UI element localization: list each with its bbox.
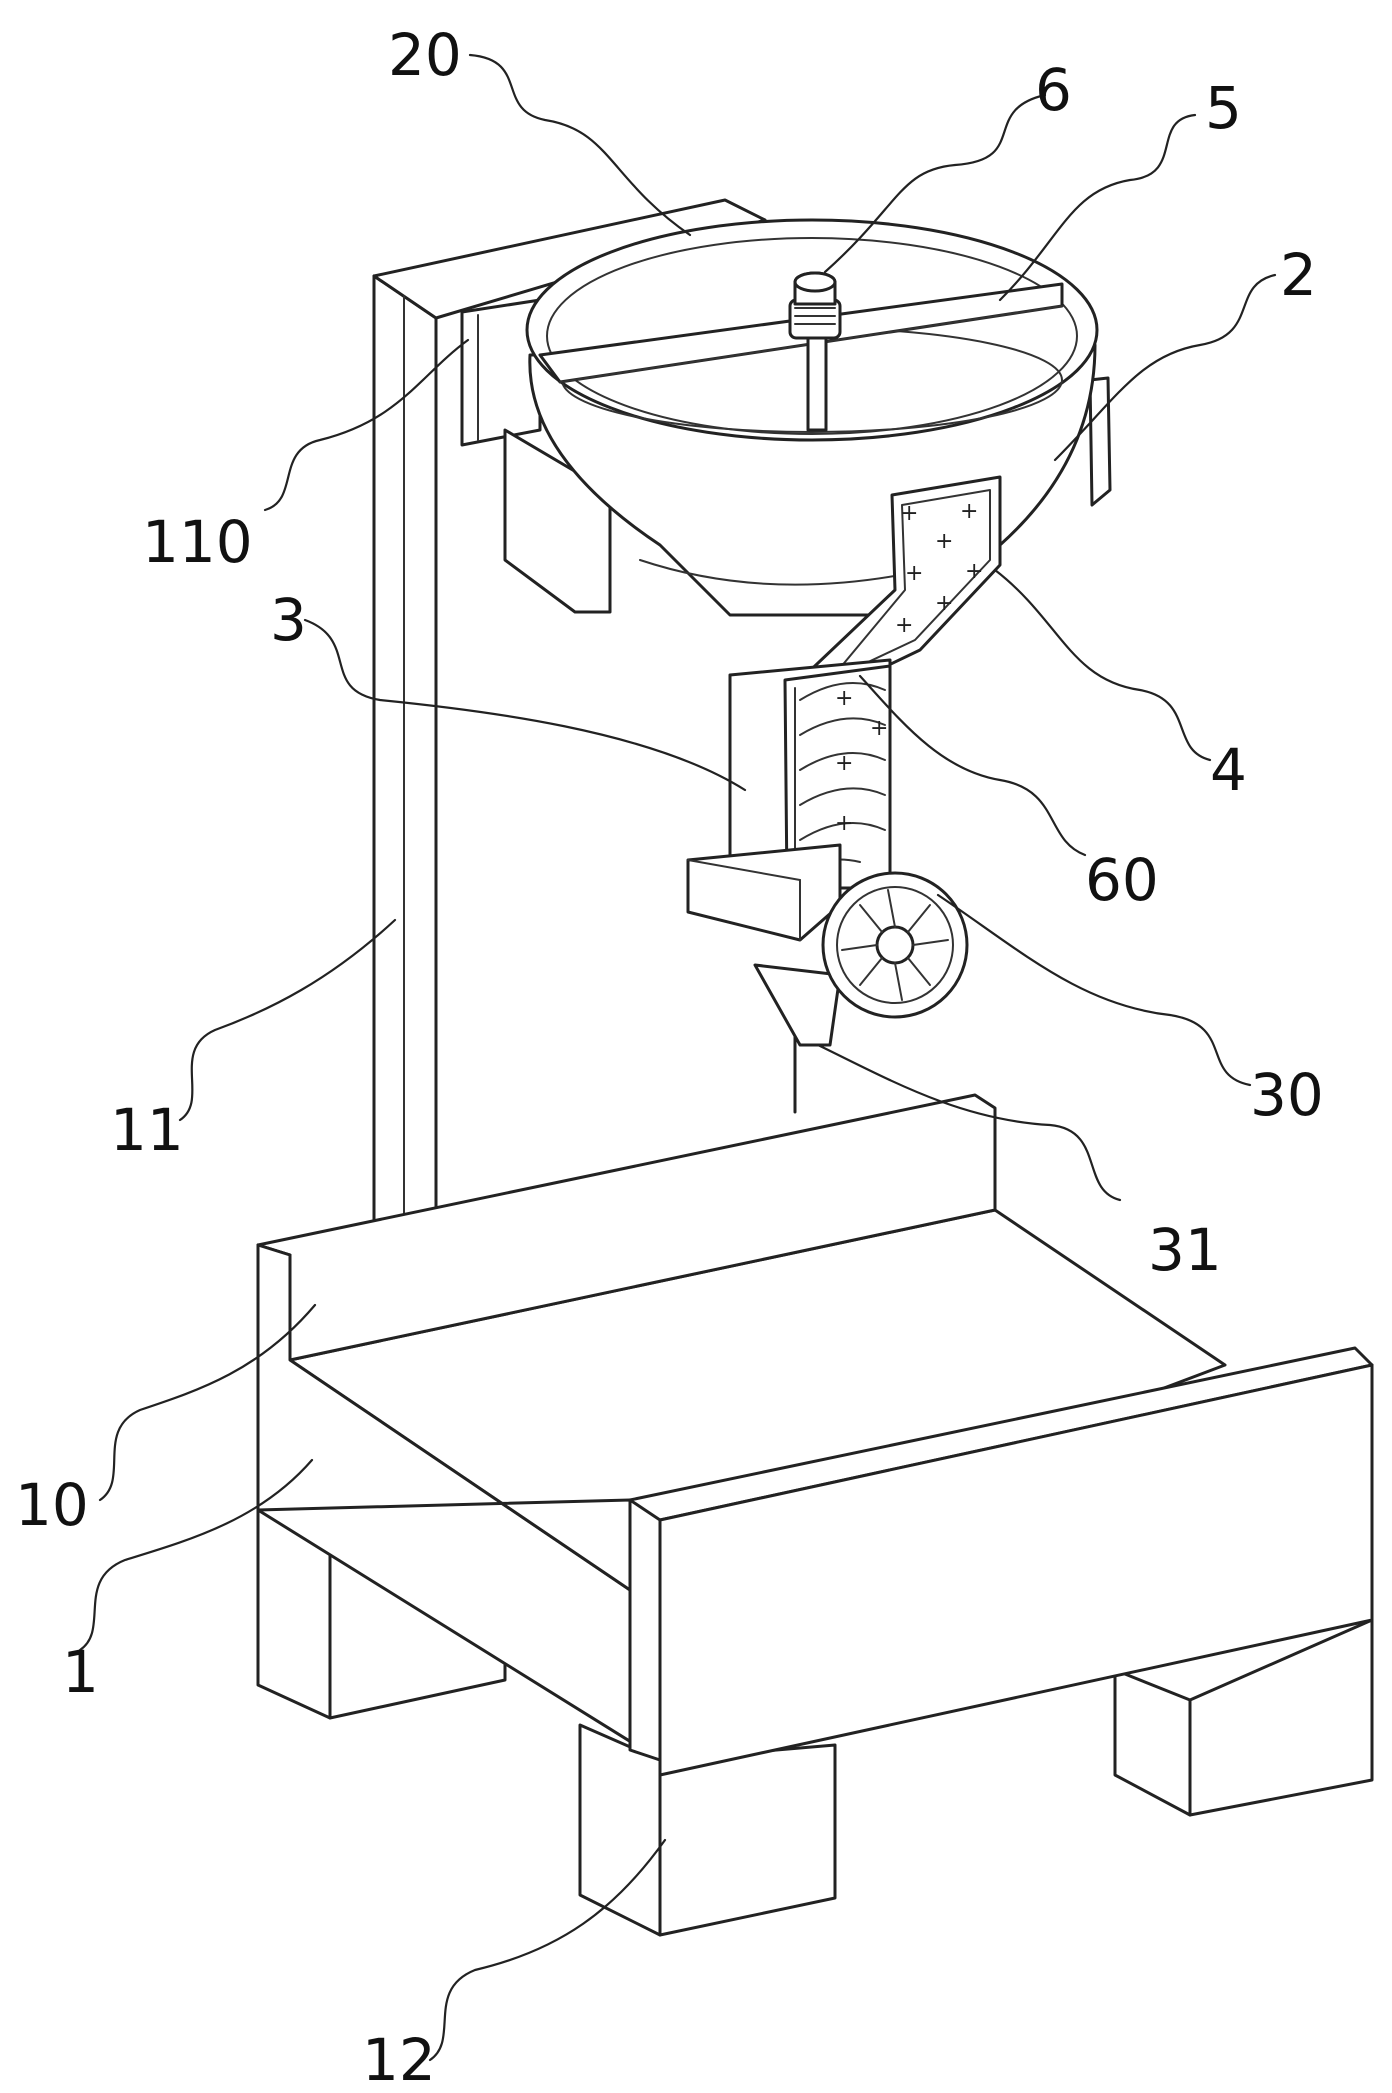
plus-mark: + (895, 613, 913, 638)
plus-mark: + (935, 591, 953, 616)
plus-mark: + (835, 751, 853, 776)
plus-mark: + (900, 501, 918, 526)
plus-mark: + (835, 811, 853, 836)
plus-mark: + (870, 716, 888, 741)
label-10: 10 (15, 1471, 89, 1539)
label-30: 30 (1250, 1061, 1324, 1129)
label-31: 31 (1148, 1216, 1222, 1284)
label-110: 110 (142, 508, 253, 576)
plus-mark: + (960, 499, 978, 524)
plus-mark: + (835, 686, 853, 711)
plus-mark: + (935, 529, 953, 554)
label-60: 60 (1085, 846, 1159, 914)
label-20: 20 (388, 21, 462, 89)
label-3: 3 (270, 586, 307, 654)
label-12: 12 (362, 2026, 436, 2093)
label-11: 11 (110, 1096, 184, 1164)
label-6: 6 (1035, 56, 1072, 124)
label-4: 4 (1210, 736, 1247, 804)
label-5: 5 (1205, 74, 1242, 142)
fan-base-31 (688, 845, 840, 1045)
label-2: 2 (1280, 241, 1317, 309)
fan-30 (823, 873, 967, 1017)
plus-mark: + (905, 561, 923, 586)
plus-mark: + (965, 559, 983, 584)
label-1: 1 (62, 1638, 99, 1706)
